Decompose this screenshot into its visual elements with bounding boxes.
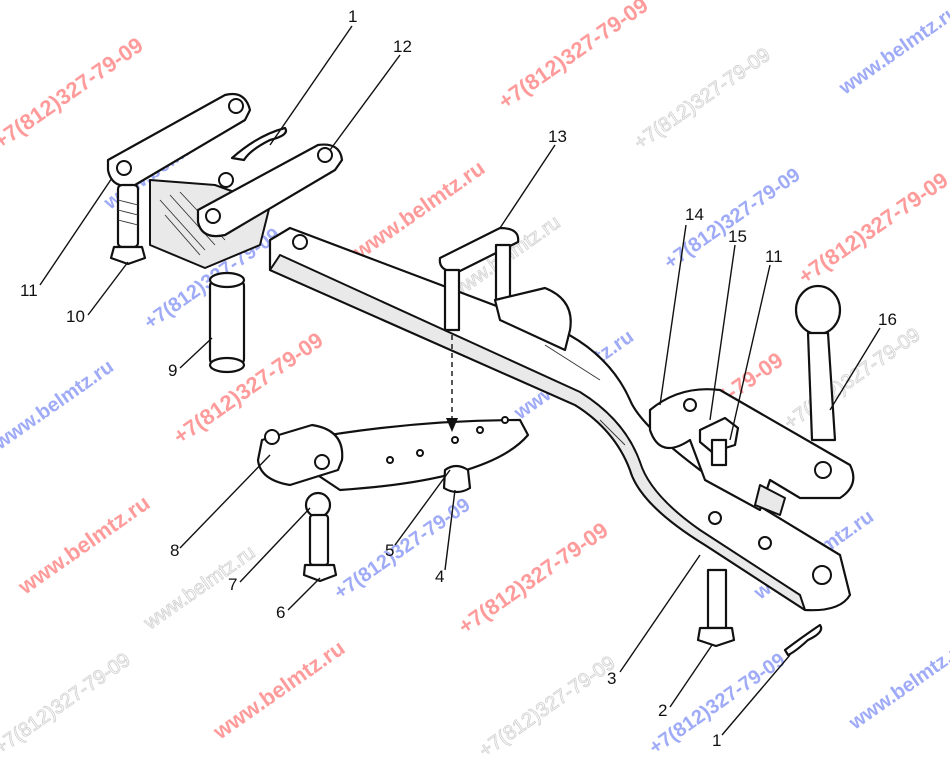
drawbar-3 — [268, 226, 852, 612]
callout-11: 11 — [765, 247, 783, 266]
callout-1: 1 — [348, 7, 357, 26]
watermark-phone: +7(812)327-79-09 — [454, 517, 613, 639]
callout-16: 16 — [878, 310, 897, 329]
callout-9: 9 — [168, 361, 177, 380]
watermark-site: www.belmtz.ru — [0, 356, 118, 455]
watermark-phone: +7(812)327-79-09 — [630, 44, 774, 154]
watermark-site: www.belmtz.ru — [13, 490, 155, 600]
watermark-phone: +7(812)327-79-09 — [780, 324, 924, 434]
callout-15: 15 — [728, 227, 747, 246]
watermark-site: www.belmtz.ru — [844, 636, 950, 735]
watermark-phone: +7(812)327-79-09 — [494, 0, 653, 114]
callout-8: 8 — [170, 541, 179, 560]
callout-1: 1 — [712, 731, 721, 750]
watermark-phone: +7(812)327-79-09 — [475, 652, 619, 758]
callout-13: 13 — [548, 127, 567, 146]
callout-5: 5 — [385, 541, 394, 560]
lower-plate-12 — [196, 143, 344, 238]
bolt-10 — [116, 183, 140, 249]
sector-plate-8 — [256, 416, 530, 492]
callout-2: 2 — [658, 701, 667, 720]
callout-7: 7 — [228, 575, 237, 594]
watermark-site: www.belmtz.ru — [834, 1, 950, 100]
watermark-site: www.belmtz.ru — [139, 541, 259, 634]
watermark-site: www.belmtz.ru — [208, 635, 350, 745]
lower-fasteners — [302, 464, 823, 657]
callout-10: 10 — [66, 307, 85, 326]
callout-6: 6 — [276, 603, 285, 622]
pin-9 — [208, 271, 246, 374]
callout-12: 12 — [393, 37, 412, 56]
watermark-phone: +7(812)327-79-09 — [0, 32, 148, 154]
callout-4: 4 — [435, 567, 444, 586]
nut-15 — [698, 416, 740, 454]
callout-labels: 1 12 13 14 15 11 16 11 10 9 8 7 6 5 4 3 … — [20, 7, 897, 750]
cotter-pin-top — [230, 126, 288, 162]
watermark-phone: +7(812)327-79-09 — [0, 649, 134, 758]
watermark-phone: +7(812)327-79-09 — [794, 167, 950, 289]
right-bracket-assembly — [648, 284, 855, 516]
callout-14: 14 — [685, 205, 704, 224]
pin-16-knob — [794, 284, 842, 336]
callout-3: 3 — [607, 669, 616, 688]
leader-lines — [39, 25, 881, 736]
clamp-13 — [438, 226, 572, 432]
callout-11: 11 — [20, 281, 38, 300]
upper-bracket-assembly — [106, 92, 344, 269]
